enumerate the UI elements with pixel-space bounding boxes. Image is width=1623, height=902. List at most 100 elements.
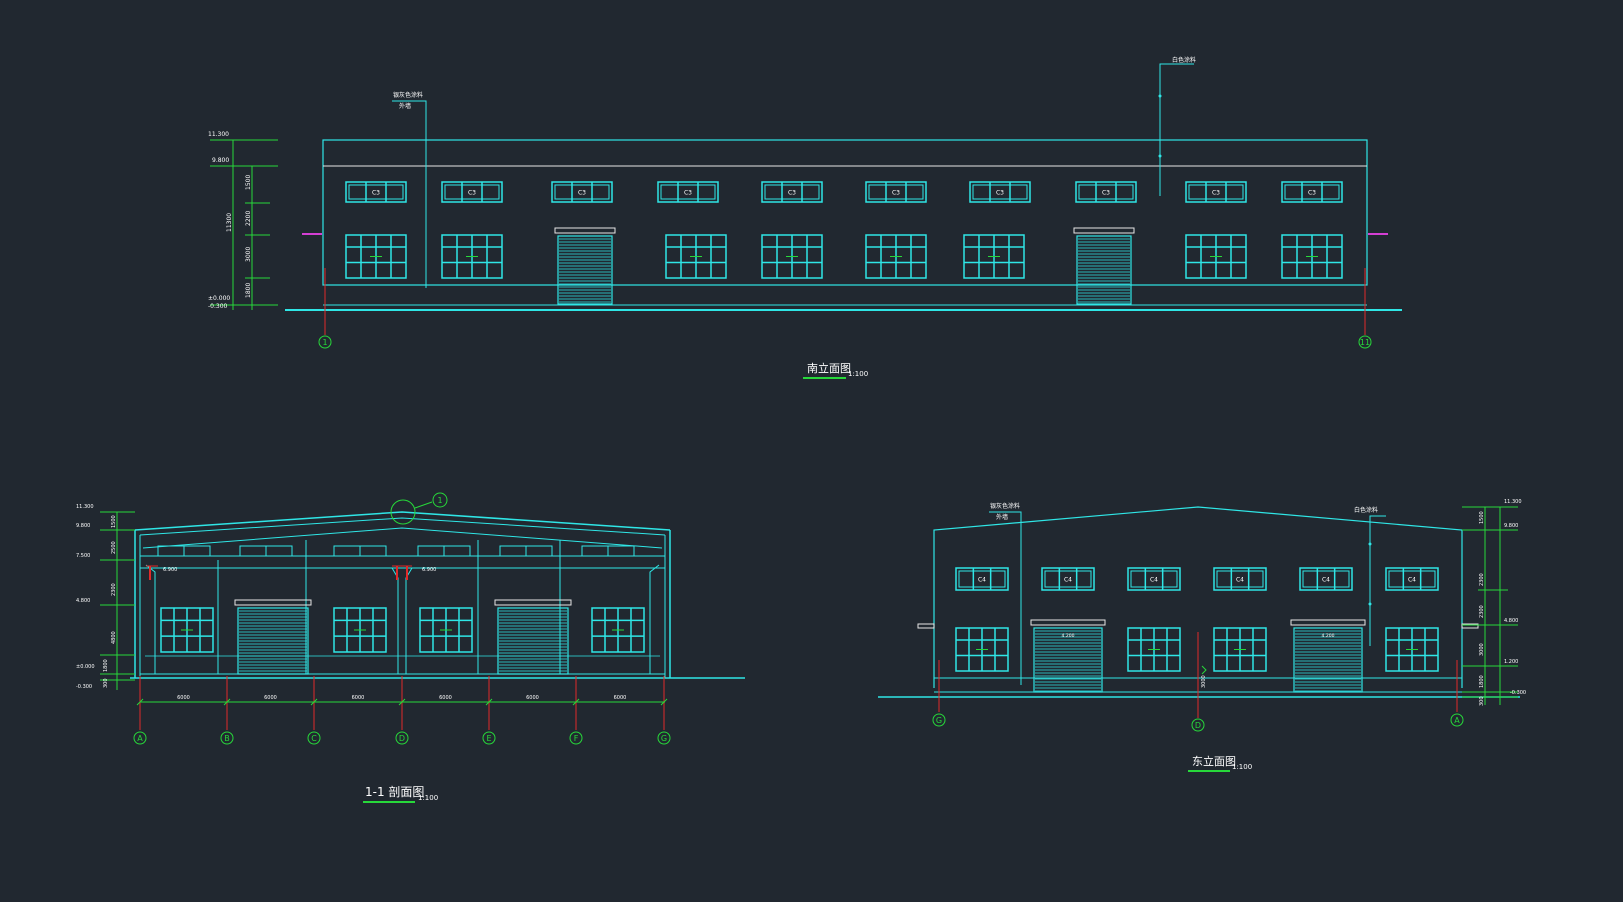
south-lower-windows bbox=[345, 234, 1343, 279]
east-elevation-label: -0.300 bbox=[1510, 690, 1526, 696]
window-frame-inner bbox=[764, 184, 820, 200]
east-lower-windows bbox=[955, 627, 1439, 672]
east-lower-window bbox=[955, 627, 1009, 672]
window-tag: C3 bbox=[996, 190, 1004, 197]
east-callout-dot bbox=[1368, 542, 1372, 546]
window-tag: C3 bbox=[468, 190, 476, 197]
section-axis-bubble bbox=[395, 731, 409, 745]
door-frame bbox=[1293, 627, 1363, 693]
window-tag: C4 bbox=[978, 577, 986, 584]
section-axis-label: E bbox=[486, 734, 491, 743]
section-rolling-doors bbox=[234, 599, 572, 675]
window-frame-inner bbox=[660, 184, 716, 200]
door-canopy bbox=[494, 599, 572, 606]
window-tag: C3 bbox=[578, 190, 586, 197]
section-lower-window bbox=[419, 607, 473, 653]
south-upper-window: C3 bbox=[761, 181, 823, 203]
window-tag: C3 bbox=[372, 190, 380, 197]
east-callout-dot bbox=[1368, 602, 1372, 606]
window-frame-inner bbox=[1216, 570, 1264, 588]
section-rolling-door bbox=[494, 599, 572, 675]
south-lower-window bbox=[441, 234, 503, 279]
south-callout-left-sub: 外墙 bbox=[399, 102, 411, 110]
section-elevation-label: 7.500 bbox=[76, 553, 90, 559]
south-callout-right: 白色涂料 bbox=[1172, 56, 1196, 64]
south-lower-window bbox=[761, 234, 823, 279]
east-dimension-label: 1500 bbox=[1479, 511, 1485, 524]
east-rolling-door bbox=[1030, 619, 1106, 693]
south-lower-window bbox=[345, 234, 407, 279]
south-rolling-door bbox=[1073, 227, 1135, 305]
south-callout-left: 银灰色涂料 bbox=[393, 91, 423, 99]
east-lower-window bbox=[1213, 627, 1267, 672]
window-frame-inner bbox=[348, 184, 404, 200]
window-frame-inner bbox=[1130, 570, 1178, 588]
south-axis-bubble bbox=[1358, 335, 1372, 349]
east-elevation-label: 1.200 bbox=[1504, 659, 1518, 665]
section-bay-dimension: 6000 bbox=[439, 695, 452, 701]
section-axis-bubble bbox=[220, 731, 234, 745]
section-dimension-label: 1500 bbox=[111, 515, 117, 528]
east-door-level: 4.200 bbox=[1322, 633, 1335, 639]
section-axis-label: D bbox=[399, 734, 405, 743]
window-frame-inner bbox=[868, 184, 924, 200]
door-frame bbox=[237, 607, 309, 675]
window-frame-inner bbox=[1078, 184, 1134, 200]
section-dim-tick bbox=[660, 698, 668, 706]
section-detail-leader bbox=[414, 501, 433, 509]
door-frame bbox=[557, 235, 613, 305]
window-tag: C4 bbox=[1408, 577, 1416, 584]
south-elevation-label: 11.300 bbox=[208, 131, 229, 138]
section-column-bracket bbox=[649, 564, 660, 674]
east-door-level: 4.200 bbox=[1062, 633, 1075, 639]
east-upper-window: C4 bbox=[955, 567, 1009, 591]
door-frame bbox=[1033, 627, 1103, 693]
east-rolling-door bbox=[1290, 619, 1366, 693]
door-canopy bbox=[1030, 619, 1106, 626]
section-axis-bubble bbox=[307, 731, 321, 745]
east-dimension-label: 300 bbox=[1479, 696, 1485, 706]
section-dim-tick bbox=[223, 698, 231, 706]
section-dim-tick bbox=[136, 698, 144, 706]
south-axis-start: 1 bbox=[322, 338, 327, 347]
south-axis-bubble bbox=[318, 335, 332, 349]
window-frame bbox=[1185, 181, 1247, 203]
section-center-column bbox=[391, 567, 399, 674]
section-axis-label: G bbox=[661, 734, 667, 743]
window-frame bbox=[441, 181, 503, 203]
section-elevation-label: 4.800 bbox=[76, 598, 90, 604]
section-lower-window bbox=[333, 607, 387, 653]
section-dim-tick bbox=[310, 698, 318, 706]
east-upper-window: C4 bbox=[1213, 567, 1267, 591]
east-callout-right: 白色涂料 bbox=[1354, 506, 1378, 514]
south-upper-window: C3 bbox=[969, 181, 1031, 203]
south-elevation-label: 9.800 bbox=[212, 157, 229, 164]
window-tag: C3 bbox=[892, 190, 900, 197]
south-callout-dot bbox=[1158, 154, 1162, 158]
section-roof-top bbox=[134, 511, 671, 531]
east-upper-window: C4 bbox=[1127, 567, 1181, 591]
east-elevation-label: 4.800 bbox=[1504, 618, 1518, 624]
section-axis-bubble bbox=[482, 731, 496, 745]
section-axis-bubble bbox=[657, 731, 671, 745]
south-upper-window: C3 bbox=[1281, 181, 1343, 203]
section-dim-tick bbox=[485, 698, 493, 706]
window-frame bbox=[1281, 181, 1343, 203]
window-frame-inner bbox=[1388, 570, 1436, 588]
window-tag: C4 bbox=[1064, 577, 1072, 584]
south-upper-window: C3 bbox=[345, 181, 407, 203]
south-rolling-doors bbox=[554, 227, 1135, 305]
window-frame-inner bbox=[958, 570, 1006, 588]
window-frame bbox=[1041, 567, 1095, 591]
window-frame bbox=[657, 181, 719, 203]
section-center-column bbox=[405, 567, 413, 674]
section-ridge-detail-circle bbox=[390, 499, 416, 525]
east-axis-label: A bbox=[1454, 716, 1460, 725]
window-frame bbox=[345, 181, 407, 203]
east-axis-bubble bbox=[932, 713, 946, 727]
